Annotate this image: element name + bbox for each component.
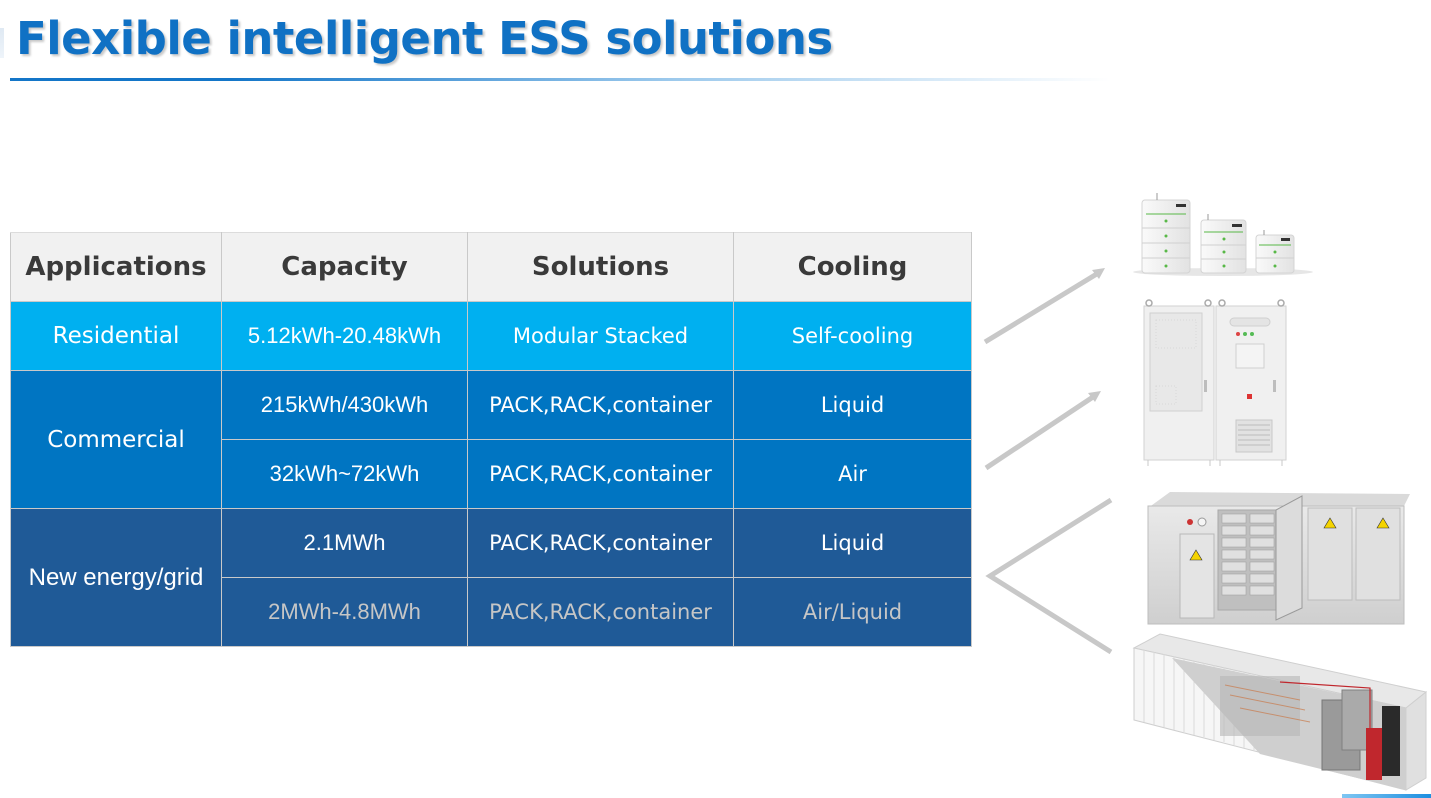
header-capacity: Capacity xyxy=(221,232,468,302)
capacity-cell: 5.12kWh-20.48kWh xyxy=(221,301,468,371)
commercial-cabinet-image xyxy=(1143,299,1287,466)
solution-cell: PACK,RACK,container xyxy=(467,508,734,578)
cooling-cell: Liquid xyxy=(733,508,972,578)
solution-cell: PACK,RACK,container xyxy=(467,577,734,647)
slide-title: Flexible intelligent ESS solutions xyxy=(16,12,833,65)
table-row: Residential 5.12kWh-20.48kWh Modular Sta… xyxy=(10,301,972,371)
arrow-residential-head xyxy=(1092,268,1105,279)
solution-cell: PACK,RACK,container xyxy=(467,439,734,509)
bottom-right-accent-bar xyxy=(1342,794,1431,798)
capacity-cell: 32kWh~72kWh xyxy=(221,439,468,509)
table-row: Commercial 215kWh/430kWh PACK,RACK,conta… xyxy=(10,370,972,509)
cooling-cell: Liquid xyxy=(733,370,972,440)
arrow-residential xyxy=(983,269,1102,345)
arrow-commercial xyxy=(984,392,1098,471)
capacity-cell: 2.1MWh xyxy=(221,508,468,578)
bracket-grid xyxy=(985,497,1113,655)
header-applications: Applications xyxy=(10,232,222,302)
solution-cell: PACK,RACK,container xyxy=(467,370,734,440)
table-row: 2MWh-4.8MWh PACK,RACK,container Air/Liqu… xyxy=(11,577,972,647)
title-underline xyxy=(10,78,1110,81)
cooling-cell: Air xyxy=(733,439,972,509)
capacity-cell: 2MWh-4.8MWh xyxy=(221,577,468,647)
residential-stacked-battery-image xyxy=(1133,193,1313,276)
header-cooling: Cooling xyxy=(733,232,972,302)
application-residential: Residential xyxy=(10,301,222,371)
capacity-cell: 215kWh/430kWh xyxy=(221,370,468,440)
application-commercial: Commercial xyxy=(10,370,222,509)
ess-solutions-table: Applications Capacity Solutions Cooling … xyxy=(10,232,972,647)
table-row: 32kWh~72kWh PACK,RACK,container Air xyxy=(11,439,972,509)
table-row: New energy/grid 2.1MWh PACK,RACK,contain… xyxy=(10,508,972,647)
cooling-cell: Air/Liquid xyxy=(733,577,972,647)
header-solutions: Solutions xyxy=(467,232,734,302)
application-new-energy-grid: New energy/grid xyxy=(10,508,222,647)
table-header-row: Applications Capacity Solutions Cooling xyxy=(10,232,972,302)
container-ess-open-image xyxy=(1147,492,1410,625)
container-ess-cutaway-image xyxy=(1132,633,1428,791)
left-edge-mark xyxy=(0,28,4,58)
cooling-cell: Self-cooling xyxy=(733,301,972,371)
solution-cell: Modular Stacked xyxy=(467,301,734,371)
arrow-commercial-head xyxy=(1088,391,1101,402)
